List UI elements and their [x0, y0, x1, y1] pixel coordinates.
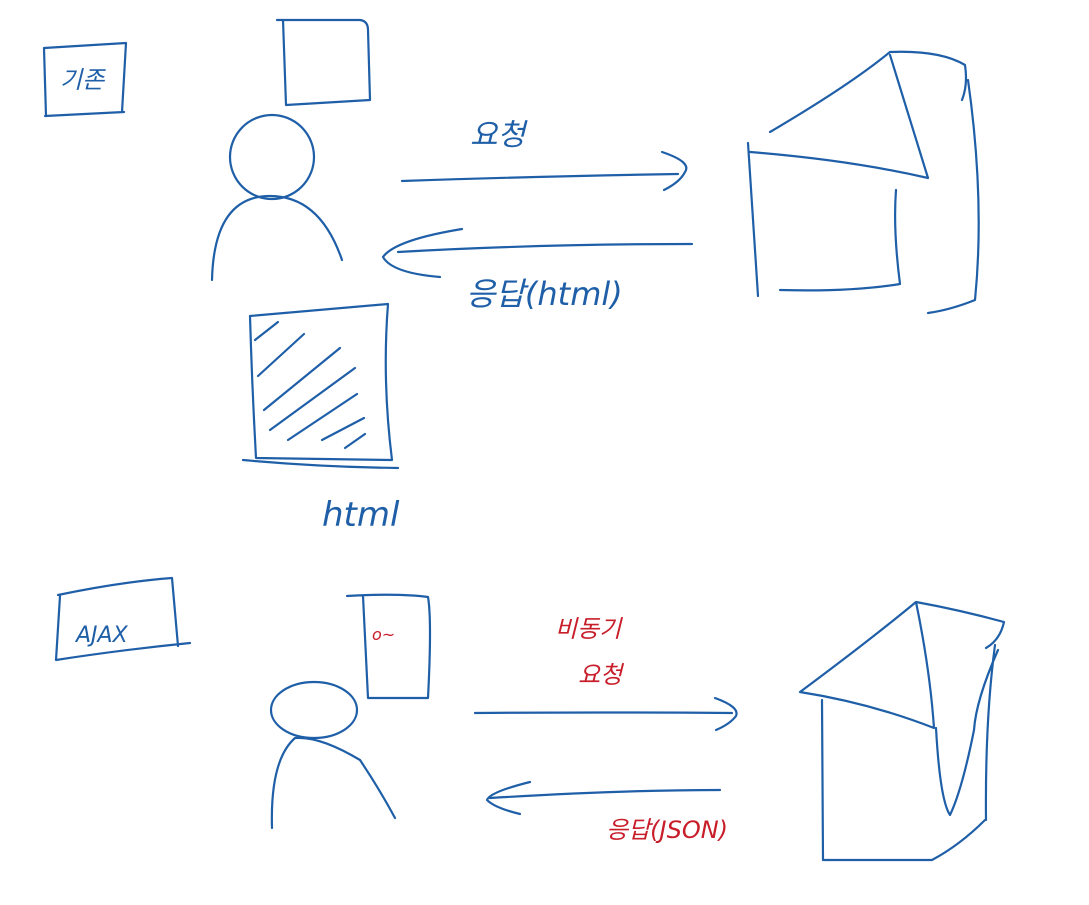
user-icon [210, 113, 344, 282]
ajax-browser-window: o~ [345, 593, 432, 700]
request-label: 요청 [470, 118, 529, 153]
traditional-title: 기존 [60, 66, 106, 94]
json-response-arrow: 응답(JSON) [485, 780, 728, 844]
response-arrow: 응답(html) [381, 227, 694, 313]
ajax-screen-text: o~ [372, 625, 395, 644]
async-request-label-1: 비동기 [555, 615, 623, 643]
ajax-server-icon [798, 600, 1006, 862]
json-response-label: 응답(JSON) [606, 816, 728, 844]
html-label: html [322, 495, 400, 535]
async-request-arrow: 비동기 요청 [473, 615, 738, 732]
ajax-section: AJAX o~ 비동기 요청 응답(JSON) [54, 576, 1006, 862]
ajax-user-body [270, 736, 397, 830]
html-page-icon: html [241, 302, 400, 535]
traditional-title-box: 기존 [42, 41, 128, 118]
request-arrow: 요청 [400, 118, 688, 192]
ajax-title: AJAX [74, 623, 129, 648]
ajax-title-box: AJAX [54, 576, 192, 662]
traditional-section: 기존 요청 응답(html) html [42, 18, 980, 535]
user-head [228, 113, 316, 201]
user-body [210, 194, 344, 282]
async-request-label-2: 요청 [578, 661, 625, 689]
ajax-user-head [269, 680, 359, 740]
ajax-user-icon [269, 680, 397, 830]
server-icon [746, 50, 980, 315]
browser-window-icon [275, 18, 372, 107]
response-label: 응답(html) [466, 275, 623, 313]
